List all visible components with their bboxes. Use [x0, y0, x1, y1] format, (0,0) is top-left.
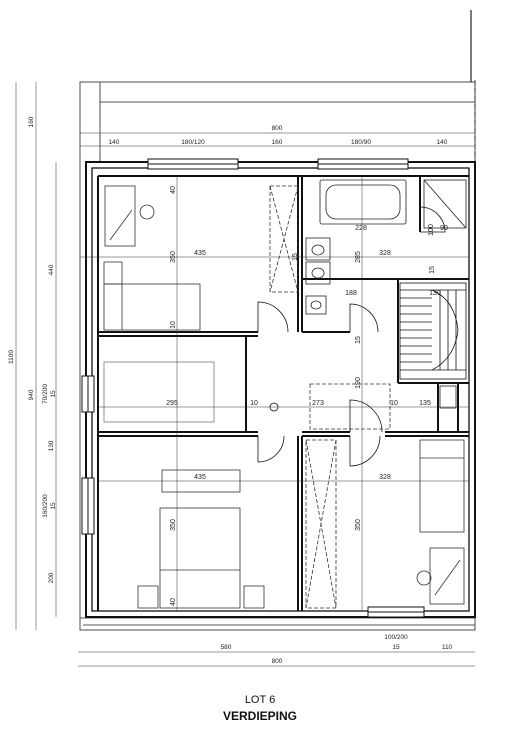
washbasin-1 [305, 237, 331, 261]
roof-outline [79, 81, 476, 631]
dim-left-seg-1: 440 [48, 264, 55, 275]
windows [81, 158, 425, 618]
dim-storage-width: 135 [419, 400, 431, 407]
dim-left-seg-4: 130 [48, 440, 55, 451]
toilet [305, 295, 327, 315]
dim-left-overhang: 160 [28, 116, 35, 127]
dim-bath-partition: 15 [292, 253, 299, 261]
dim-shower-width: 100 [428, 224, 435, 236]
desk-1 [104, 185, 136, 247]
caption-level: VERDIEPING [222, 709, 297, 723]
dim-closet-width: 295 [166, 400, 178, 407]
dim-left-seg-7: 200 [48, 572, 55, 583]
caption-lot: LOT 6 [244, 694, 276, 706]
level-marker [269, 402, 279, 412]
dim-top-total: 800 [272, 125, 283, 132]
dim-bottom-seg-1: 580 [221, 644, 232, 651]
dim-top-seg-4: 180/90 [351, 139, 371, 146]
dim-room2-partition: 15 [429, 266, 436, 274]
washbasin-2 [305, 261, 331, 285]
dim-room1-wall: 40 [170, 186, 177, 194]
dim-left-seg-2: 70/200 [42, 384, 49, 404]
dim-landing-depth: 190 [355, 377, 362, 389]
dim-wc-width: 188 [345, 290, 357, 297]
bed-2 [159, 507, 241, 609]
dim-left-inner: 940 [28, 389, 35, 400]
bed-1 [103, 283, 201, 331]
dim-room1-width: 435 [194, 250, 206, 257]
desk-2 [429, 547, 465, 605]
dim-left-outer: 1100 [8, 350, 15, 364]
bathroom-fixtures [305, 179, 467, 409]
doors [257, 206, 446, 467]
dim-left-seg-6: 15 [50, 502, 57, 510]
dim-top-seg-3: 160 [272, 139, 283, 146]
dim-room3-width: 435 [194, 474, 206, 481]
dim-room1-depth: 350 [170, 251, 177, 263]
dim-left-seg-3: 15 [50, 390, 57, 398]
dim-bath-width: 228 [355, 225, 367, 232]
dimension-lines [15, 82, 475, 667]
dim-top-seg-5: 140 [437, 139, 448, 146]
exterior-walls [85, 161, 476, 618]
dim-room4-depth: 350 [355, 519, 362, 531]
dim-room1-partition: 10 [170, 321, 177, 329]
dim-room3-wall: 40 [170, 598, 177, 606]
toilet-2 [439, 385, 457, 409]
dim-top-seg-2: 180/120 [181, 139, 205, 146]
bathtub [319, 179, 407, 225]
furniture [103, 185, 465, 609]
dim-room4-width: 328 [379, 474, 391, 481]
dim-hall-partition: 10 [390, 400, 398, 407]
bed-3 [419, 439, 465, 533]
dim-closet-partition: 10 [250, 400, 258, 407]
dim-bath-wall: 285 [355, 251, 362, 263]
dim-room3-depth: 350 [170, 519, 177, 531]
dim-bottom-window: 100/200 [384, 634, 408, 641]
dim-shower-wall: 90 [440, 225, 448, 232]
dim-bottom-seg-3: 110 [442, 644, 453, 651]
wardrobes [269, 185, 391, 609]
dim-top-seg-1: 140 [109, 139, 120, 146]
dimension-labels: 800 140 180/120 160 180/90 140 100/200 5… [8, 116, 453, 665]
staircase [399, 282, 467, 380]
dim-stairs-width: 130 [429, 290, 441, 297]
dim-bottom-seg-2: 15 [392, 644, 400, 651]
dim-left-seg-5: 160/200 [42, 494, 49, 518]
dim-bottom-total: 800 [272, 658, 283, 665]
shower-tray [423, 179, 467, 229]
dim-room2-width: 328 [379, 250, 391, 257]
dim-hall-width: 273 [312, 400, 324, 407]
dim-landing-wall: 15 [355, 336, 362, 344]
